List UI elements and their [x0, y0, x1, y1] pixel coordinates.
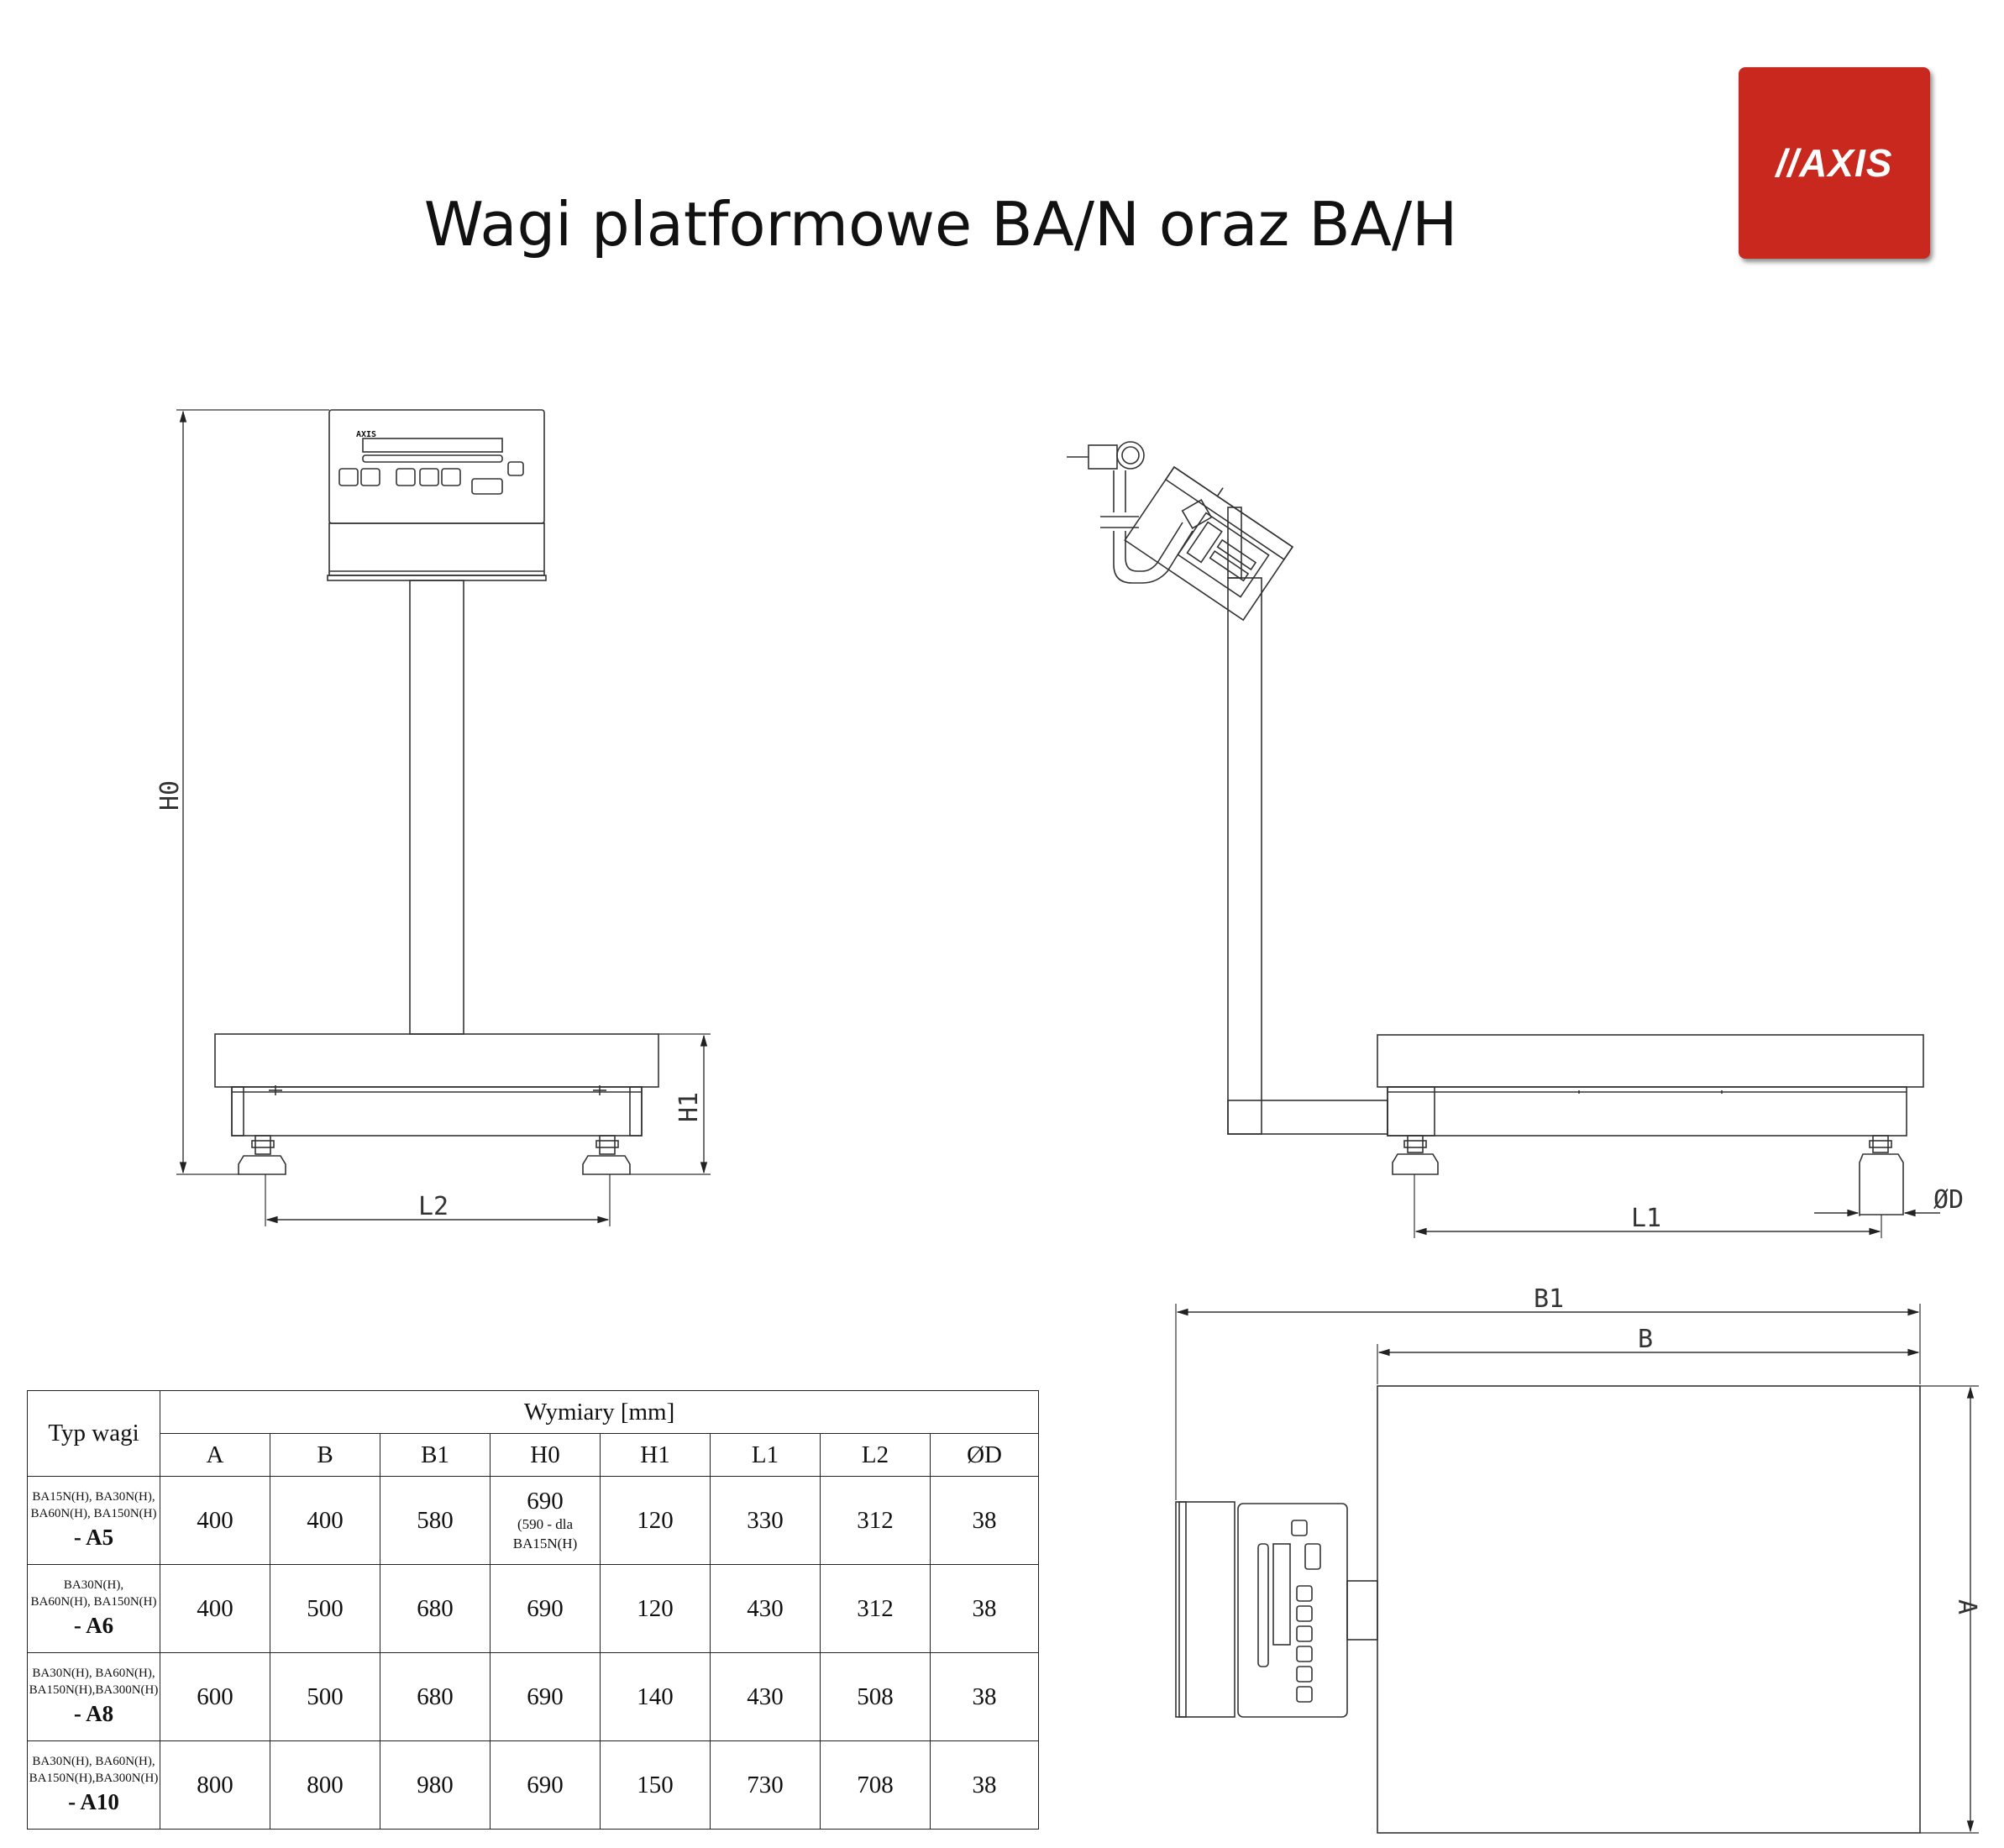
cell-b: 500: [270, 1564, 380, 1653]
side-view: L1 ØD: [1067, 441, 1964, 1238]
cell-h0: 690 (590 - dla BA15N(H): [490, 1476, 601, 1565]
cell-a: 400: [160, 1476, 270, 1565]
model-list: BA15N(H), BA30N(H),: [32, 1489, 155, 1504]
column-header: B1: [380, 1433, 491, 1477]
cell-l1: 330: [710, 1476, 821, 1565]
model-list: BA60N(H), BA150N(H): [30, 1506, 157, 1520]
h0-note: (590 - dla: [517, 1516, 574, 1533]
column-header: L2: [820, 1433, 931, 1477]
cell-l1: 730: [710, 1740, 821, 1830]
b-label: B: [1638, 1325, 1653, 1354]
a-label: A: [1952, 1599, 1981, 1614]
cell-l2: 312: [820, 1564, 931, 1653]
table-row: BA15N(H), BA30N(H), BA60N(H), BA150N(H) …: [27, 1476, 1040, 1565]
model-code: - A5: [73, 1525, 114, 1551]
h0-label: H0: [155, 780, 185, 811]
axis-logo: //AXIS: [1739, 67, 1930, 259]
cell-h0: 690: [490, 1652, 601, 1741]
column-header: A: [160, 1433, 270, 1477]
cell-l1: 430: [710, 1564, 821, 1653]
page-title: Wagi platformowe BA/N oraz BA/H: [423, 189, 1458, 260]
logo-text: //AXIS: [1776, 141, 1893, 185]
model-header: Typ wagi: [27, 1390, 160, 1477]
power-plug: [1067, 441, 1193, 584]
cell-d: 38: [929, 1564, 1040, 1653]
side-foot-left: [1392, 1135, 1439, 1175]
table-row: BA30N(H), BA60N(H), BA150N(H) - A6 400 5…: [27, 1564, 1040, 1653]
h0-note: BA15N(H): [512, 1535, 578, 1551]
side-indicator: [1124, 465, 1294, 622]
column-header: L1: [710, 1433, 821, 1477]
cell-b1: 980: [380, 1740, 491, 1830]
cell-l1: 430: [710, 1652, 821, 1741]
cell-h1: 150: [600, 1740, 711, 1830]
model-list: BA150N(H),BA300N(H): [29, 1771, 159, 1785]
cell-a: 800: [160, 1740, 270, 1830]
l2-label: L2: [418, 1192, 449, 1221]
model-list: BA150N(H),BA300N(H): [29, 1683, 159, 1697]
front-foot-right: [582, 1135, 631, 1175]
model-cell: BA30N(H), BA60N(H), BA150N(H),BA300N(H) …: [27, 1652, 160, 1741]
d-label: ØD: [1933, 1185, 1964, 1215]
model-list: BA60N(H), BA150N(H): [30, 1594, 157, 1609]
h1-label: H1: [674, 1092, 704, 1122]
column-header: ØD: [929, 1433, 1040, 1477]
cell-h1: 120: [600, 1564, 711, 1653]
cell-b: 400: [270, 1476, 380, 1565]
cell-b1: 680: [380, 1564, 491, 1653]
model-cell: BA30N(H), BA60N(H), BA150N(H),BA300N(H) …: [27, 1740, 160, 1830]
cell-l2: 708: [820, 1740, 931, 1830]
column-header: B: [270, 1433, 380, 1477]
cell-h0: 690: [490, 1564, 601, 1653]
cell-b: 800: [270, 1740, 380, 1830]
model-cell: BA30N(H), BA60N(H), BA150N(H) - A6: [27, 1564, 160, 1653]
front-view: AXIS: [155, 409, 711, 1226]
model-code: - A8: [73, 1701, 114, 1727]
model-code: - A10: [68, 1789, 119, 1815]
cell-l2: 508: [820, 1652, 931, 1741]
model-list: BA30N(H), BA60N(H),: [32, 1754, 155, 1768]
front-foot-left: [238, 1135, 286, 1175]
cell-d: 38: [929, 1652, 1040, 1741]
side-foot-right: [1859, 1135, 1904, 1215]
model-list: BA30N(H),: [63, 1578, 124, 1592]
cell-h1: 120: [600, 1476, 711, 1565]
model-cell: BA15N(H), BA30N(H), BA60N(H), BA150N(H) …: [27, 1476, 160, 1565]
indicator-brand: AXIS: [356, 430, 376, 439]
h0-value: 690: [527, 1488, 564, 1515]
table-row: BA30N(H), BA60N(H), BA150N(H),BA300N(H) …: [27, 1740, 1040, 1830]
model-list: BA30N(H), BA60N(H),: [32, 1666, 155, 1680]
cell-h0: 690: [490, 1740, 601, 1830]
cell-b: 500: [270, 1652, 380, 1741]
cell-d: 38: [929, 1476, 1040, 1565]
dimensions-group-header: Wymiary [mm]: [159, 1390, 1040, 1434]
cell-b1: 680: [380, 1652, 491, 1741]
cell-a: 600: [160, 1652, 270, 1741]
cell-a: 400: [160, 1564, 270, 1653]
cell-h1: 140: [600, 1652, 711, 1741]
front-indicator: AXIS: [327, 409, 547, 581]
top-view: B1 B A: [1175, 1284, 1981, 1834]
cell-l2: 312: [820, 1476, 931, 1565]
l1-label: L1: [1631, 1204, 1661, 1233]
column-header: H0: [490, 1433, 601, 1477]
cell-d: 38: [929, 1740, 1040, 1830]
cell-b1: 580: [380, 1476, 491, 1565]
table-row: BA30N(H), BA60N(H), BA150N(H),BA300N(H) …: [27, 1652, 1040, 1741]
dimensions-table: Typ wagi Wymiary [mm] A B B1 H0 H1 L1 L2…: [27, 1390, 1040, 1830]
b1-label: B1: [1534, 1284, 1564, 1314]
column-header: H1: [600, 1433, 711, 1477]
model-code: - A6: [73, 1613, 114, 1639]
